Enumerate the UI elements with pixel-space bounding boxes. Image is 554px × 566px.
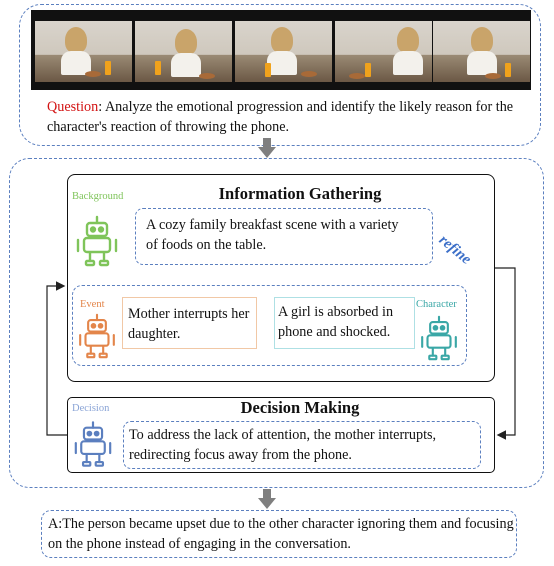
event-label: Event — [80, 299, 105, 310]
robot-icon — [74, 421, 112, 467]
robot-icon — [79, 313, 115, 359]
event-text: Mother interrupts her daughter. — [128, 306, 250, 342]
decision-making-title: Decision Making — [240, 398, 360, 417]
video-frame-3 — [235, 21, 332, 82]
decision-text-box — [123, 421, 481, 469]
decision-label: Decision — [72, 403, 110, 414]
video-frame-5 — [433, 21, 530, 82]
down-arrow-icon — [258, 489, 276, 509]
background-text-box — [135, 208, 433, 265]
robot-icon — [76, 215, 118, 267]
answer-text: A:The person became upset due to the oth… — [48, 516, 514, 552]
background-text: A cozy family breakfast scene with a var… — [146, 217, 399, 253]
character-text: A girl is absorbed in phone and shocked. — [278, 304, 394, 340]
event-character-box — [72, 285, 467, 366]
decision-making-box — [67, 397, 495, 473]
question-text: Question: Analyze the emotional progress… — [47, 97, 532, 137]
information-gathering-title: Information Gathering — [218, 184, 382, 203]
question-label: Question — [47, 99, 99, 115]
video-frame-4 — [335, 21, 432, 82]
process-box — [9, 158, 544, 488]
event-text-box — [122, 297, 257, 349]
down-arrow-icon — [258, 138, 276, 158]
character-text-box — [274, 297, 415, 349]
character-label: Character — [416, 299, 457, 310]
question-box — [19, 4, 541, 146]
background-label: Background — [72, 191, 124, 202]
robot-icon — [421, 315, 457, 361]
decision-text: To address the lack of attention, the mo… — [129, 427, 437, 463]
video-frame-2 — [135, 21, 232, 82]
answer-box — [41, 510, 517, 558]
video-filmstrip — [31, 10, 531, 90]
video-frame-1 — [35, 21, 132, 82]
question-body: : Analyze the emotional progression and … — [47, 99, 514, 135]
